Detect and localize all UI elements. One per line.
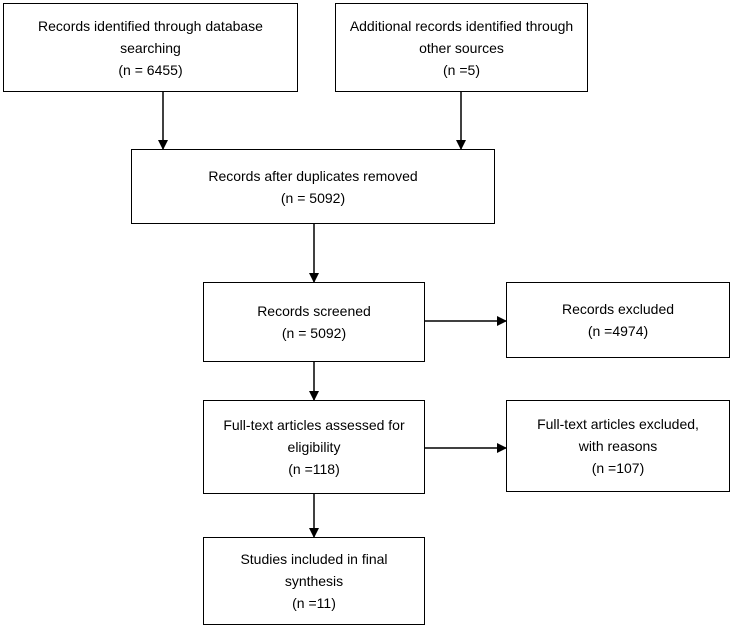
box-additional-records-count: (n =5) xyxy=(443,61,480,78)
box-records-excluded: Records excluded (n =4974) xyxy=(506,282,730,358)
box-records-screened-count: (n = 5092) xyxy=(281,325,347,341)
box-records-excluded-count: (n =4974) xyxy=(587,323,649,339)
box-records-identified-database: Records identified through database sear… xyxy=(3,3,298,92)
box-full-text-assessed: Full-text articles assessed for eligibil… xyxy=(203,400,425,494)
box-full-text-excluded-count: (n =107) xyxy=(591,460,645,476)
box-records-screened: Records screened (n = 5092) xyxy=(203,282,425,362)
box-studies-included-count: (n =11) xyxy=(292,595,336,611)
box-records-screened-line1: Records screened xyxy=(257,303,371,319)
box-full-text-assessed-line2: eligibility xyxy=(287,439,341,455)
box-additional-records-other-sources: Additional records identified through ot… xyxy=(335,3,588,92)
box-additional-records-line2: other sources xyxy=(419,39,504,56)
box-records-identified-database-count: (n = 6455) xyxy=(118,61,183,78)
box-studies-included: Studies included in final synthesis (n =… xyxy=(203,537,425,625)
box-duplicates-removed-line1: Records after duplicates removed xyxy=(208,167,418,184)
box-studies-included-line1: Studies included in final xyxy=(240,551,388,567)
box-studies-included-line2: synthesis xyxy=(284,573,344,589)
box-full-text-assessed-count: (n =118) xyxy=(288,461,340,477)
box-records-identified-database-line1: Records identified through database xyxy=(38,17,263,34)
box-records-excluded-line1: Records excluded xyxy=(561,301,675,317)
box-full-text-excluded-line1: Full-text articles excluded, xyxy=(537,416,699,432)
box-full-text-assessed-line1: Full-text articles assessed for xyxy=(223,417,405,433)
box-full-text-excluded: Full-text articles excluded, with reason… xyxy=(506,400,730,492)
box-additional-records-line1: Additional records identified through xyxy=(349,17,574,34)
box-records-identified-database-line2: searching xyxy=(120,39,181,56)
box-records-after-duplicates-removed: Records after duplicates removed (n = 50… xyxy=(131,149,495,224)
box-full-text-excluded-line2: with reasons xyxy=(578,438,658,454)
box-duplicates-removed-count: (n = 5092) xyxy=(280,189,346,206)
